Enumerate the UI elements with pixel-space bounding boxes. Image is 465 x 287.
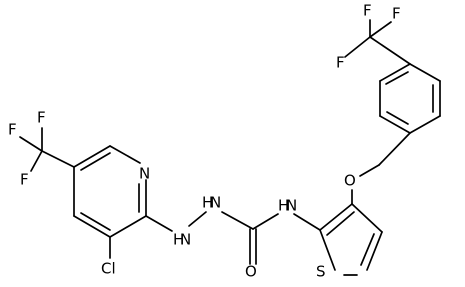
bonds <box>19 19 441 276</box>
bond-bz-4-inner <box>385 71 409 85</box>
bond-nh-nh <box>188 211 207 227</box>
bond-cf3-f1 <box>19 136 43 152</box>
bond-bz-3 <box>409 63 441 82</box>
atom-h-b: H <box>202 194 213 212</box>
bond-nh-thiophene <box>293 213 321 231</box>
bond-cf3-f6 <box>344 36 371 58</box>
bond-bz-cf3 <box>369 36 411 65</box>
bond-cf3-ring <box>41 150 75 168</box>
bond-bz-6 <box>379 115 411 134</box>
atom-o-ether: O <box>344 172 356 190</box>
atom-labels: F F F N Cl H N H N O H N S O F F F <box>8 2 401 281</box>
atom-n-a: N <box>180 231 191 249</box>
bond-th-3 <box>366 231 383 271</box>
bond-th-3-inner <box>360 233 375 266</box>
bond-ch2-ring <box>378 132 411 166</box>
atom-o-carbonyl: O <box>245 263 257 281</box>
atom-f6: F <box>336 54 345 72</box>
bond-cf3-f3 <box>30 150 43 172</box>
bond-o-ch2 <box>359 164 380 177</box>
bond-th-1-inner <box>326 211 355 236</box>
bond-nh-c <box>221 211 254 230</box>
bond-bz-4 <box>379 63 411 82</box>
bond-py-5 <box>73 215 111 238</box>
atom-f1: F <box>8 121 17 139</box>
bond-c-nh <box>252 213 279 230</box>
bond-py-1-inner <box>80 152 111 171</box>
atom-n-pyridine: N <box>139 165 150 183</box>
atom-f4: F <box>363 2 372 20</box>
bond-bz-1 <box>409 115 441 134</box>
bond-py-5-inner <box>80 212 111 231</box>
atom-f5: F <box>392 5 401 23</box>
atom-h-c: H <box>278 197 289 215</box>
atom-n-b: N <box>210 194 221 212</box>
bond-ring-nh <box>145 215 173 232</box>
atom-h-a: H <box>173 231 184 249</box>
bond-th-4 <box>319 229 336 271</box>
atom-s: S <box>316 263 326 281</box>
bond-py-4 <box>109 215 147 238</box>
atom-n-c: N <box>286 197 297 215</box>
bond-th-2 <box>351 203 383 233</box>
bond-py-1 <box>73 145 111 168</box>
bond-th-1 <box>319 203 353 231</box>
bond-bz-6-inner <box>386 111 409 125</box>
bond-py-2 <box>109 145 141 164</box>
atom-cl: Cl <box>101 260 116 278</box>
bond-cf3-f5 <box>369 21 392 38</box>
atom-f2: F <box>37 109 46 127</box>
atom-f3: F <box>20 171 29 189</box>
